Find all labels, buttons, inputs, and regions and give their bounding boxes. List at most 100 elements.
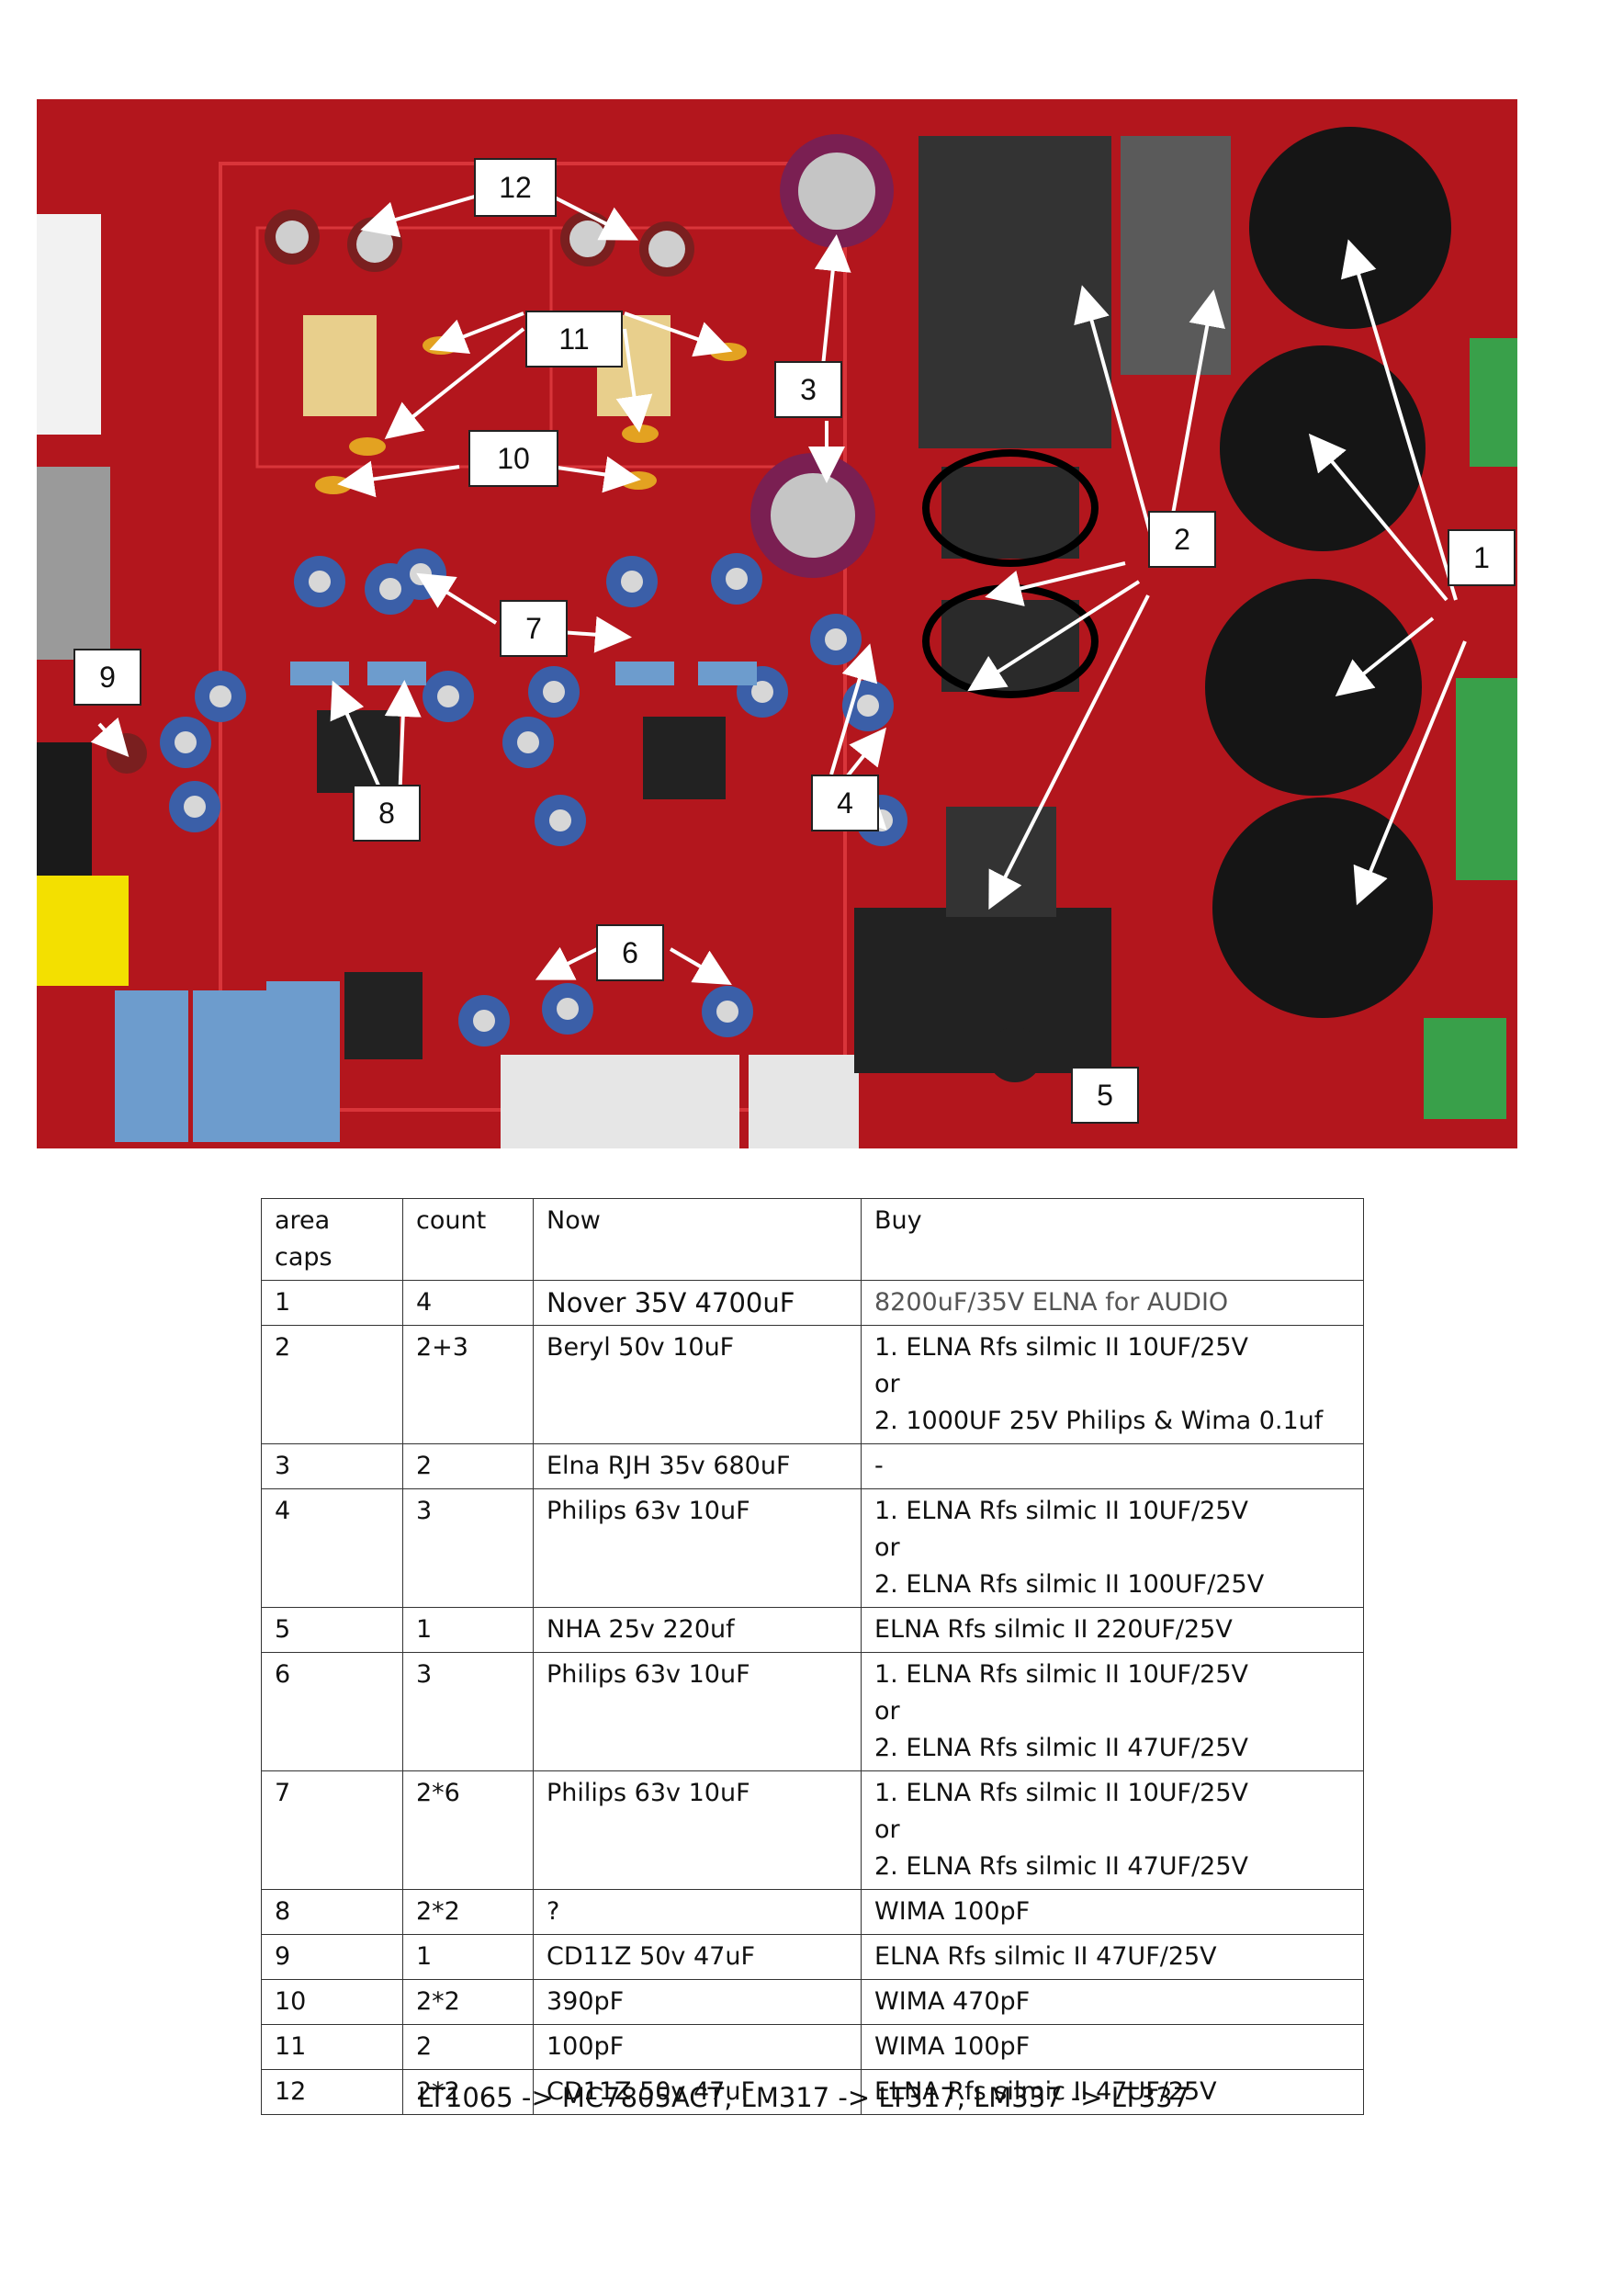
cell-now: Philips 63v 10uF: [533, 1652, 862, 1771]
cell-area: 3: [261, 1443, 403, 1489]
regulator-substitution-note: LT1065 -> MC7805ACT, LM317 -> LT317, LM3…: [418, 2082, 1190, 2113]
buy-option-line: -: [874, 1452, 884, 1480]
cell-area: 7: [261, 1770, 403, 1890]
cell-area: 12: [261, 2069, 403, 2115]
cell-count: 4: [402, 1280, 534, 1326]
callout-12: 12: [474, 158, 557, 217]
buy-option-line: or: [874, 1370, 900, 1398]
cell-area: 1: [261, 1280, 403, 1326]
cell-count: 1: [402, 1607, 534, 1653]
cell-area: 6: [261, 1652, 403, 1771]
header-count: count: [402, 1198, 534, 1281]
cell-count: 3: [402, 1652, 534, 1771]
cell-count: 2*2: [402, 1979, 534, 2025]
callout-2: 2: [1148, 511, 1216, 568]
buy-option-line: ELNA Rfs silmic II 47UF/25V: [874, 1942, 1217, 1971]
buy-option-line: ELNA Rfs silmic II 47UF/25V: [874, 2077, 1217, 2106]
buy-option-line: 8200uF/35V ELNA for AUDIO: [874, 1288, 1229, 1317]
usb-connector: [37, 467, 110, 660]
cell-count: 2: [402, 1443, 534, 1489]
buy-option-line: or: [874, 1697, 900, 1725]
callout-6: 6: [596, 924, 664, 981]
buy-option-line: 1. ELNA Rfs silmic II 10UF/25V: [874, 1333, 1248, 1362]
cell-now: NHA 25v 220uf: [533, 1607, 862, 1653]
table-header-row: area caps count Now Buy: [261, 1198, 1364, 1281]
big-black-cap-3: [1205, 579, 1422, 796]
cell-now: CD11Z 50v 47uF: [533, 2069, 862, 2115]
yellow-rca-jack: [37, 876, 129, 986]
callout-3: 3: [774, 361, 842, 418]
buy-option-line: WIMA 100pF: [874, 1897, 1031, 1926]
cell-now: 100pF: [533, 2024, 862, 2070]
cell-now: Beryl 50v 10uF: [533, 1325, 862, 1444]
buy-option-line: WIMA 470pF: [874, 1987, 1031, 2016]
buy-option-line: ELNA Rfs silmic II 220UF/25V: [874, 1615, 1233, 1644]
cell-now: ?: [533, 1889, 862, 1935]
white-connector: [37, 214, 101, 435]
cell-now: Nover 35V 4700uF: [533, 1280, 862, 1326]
cell-buy: WIMA 470pF: [861, 1979, 1364, 2025]
callout-7: 7: [500, 600, 568, 657]
buy-option-line: or: [874, 1815, 900, 1844]
cell-buy: ELNA Rfs silmic II 220UF/25V: [861, 1607, 1364, 1653]
callout-10: 10: [468, 430, 558, 487]
dac-chip-left: [317, 710, 400, 793]
callout-11: 11: [525, 311, 623, 368]
buy-option-line: WIMA 100pF: [874, 2032, 1031, 2061]
buy-option-line: 2. ELNA Rfs silmic II 100UF/25V: [874, 1570, 1265, 1599]
cell-area: 11: [261, 2024, 403, 2070]
header-now: Now: [533, 1198, 862, 1281]
heatsink-top: [919, 136, 1111, 448]
cell-now: Philips 63v 10uF: [533, 1770, 862, 1890]
header-buy: Buy: [861, 1198, 1364, 1281]
cell-now: 390pF: [533, 1979, 862, 2025]
header-area-caps: area caps: [261, 1198, 403, 1281]
big-black-cap-1: [1249, 127, 1451, 329]
cell-buy: -: [861, 1443, 1364, 1489]
cell-buy: 8200uF/35V ELNA for AUDIO: [861, 1280, 1364, 1326]
cell-buy: ELNA Rfs silmic II 47UF/25V: [861, 2069, 1364, 2115]
cell-count: 3: [402, 1488, 534, 1608]
cell-count: 2: [402, 2024, 534, 2070]
cell-buy: WIMA 100pF: [861, 2024, 1364, 2070]
big-black-cap-4: [1212, 797, 1433, 1018]
cell-buy: ELNA Rfs silmic II 47UF/25V: [861, 1934, 1364, 1980]
callout-5: 5: [1071, 1067, 1139, 1124]
cell-now: Elna RJH 35v 680uF: [533, 1443, 862, 1489]
buy-option-line: 1. ELNA Rfs silmic II 10UF/25V: [874, 1660, 1248, 1689]
cell-buy: WIMA 100pF: [861, 1889, 1364, 1935]
heatsink-bottom: [854, 908, 1111, 1073]
callout-1: 1: [1448, 529, 1516, 586]
pcb-board-illustration: [37, 99, 1517, 1148]
callout-4: 4: [811, 775, 879, 831]
cell-area: 8: [261, 1889, 403, 1935]
buy-option-line: 1. ELNA Rfs silmic II 10UF/25V: [874, 1497, 1248, 1525]
cell-area: 10: [261, 1979, 403, 2025]
cell-area: 4: [261, 1488, 403, 1608]
cell-now: Philips 63v 10uF: [533, 1488, 862, 1608]
cell-buy: 1. ELNA Rfs silmic II 10UF/25V or 2. ELNA …: [861, 1652, 1364, 1771]
cell-now: CD11Z 50v 47uF: [533, 1934, 862, 1980]
callout-8: 8: [353, 785, 421, 842]
cell-buy: 1. ELNA Rfs silmic II 10UF/25V or 2. 1000U…: [861, 1325, 1364, 1444]
dac-chip-right: [643, 717, 726, 799]
cell-count: 2+3: [402, 1325, 534, 1444]
buy-option-line: 2. 1000UF 25V Philips & Wima 0.1uf: [874, 1407, 1324, 1435]
cell-count: 2*2: [402, 1889, 534, 1935]
buy-option-line: 2. ELNA Rfs silmic II 47UF/25V: [874, 1852, 1248, 1881]
buy-option-line: 2. ELNA Rfs silmic II 47UF/25V: [874, 1734, 1248, 1762]
